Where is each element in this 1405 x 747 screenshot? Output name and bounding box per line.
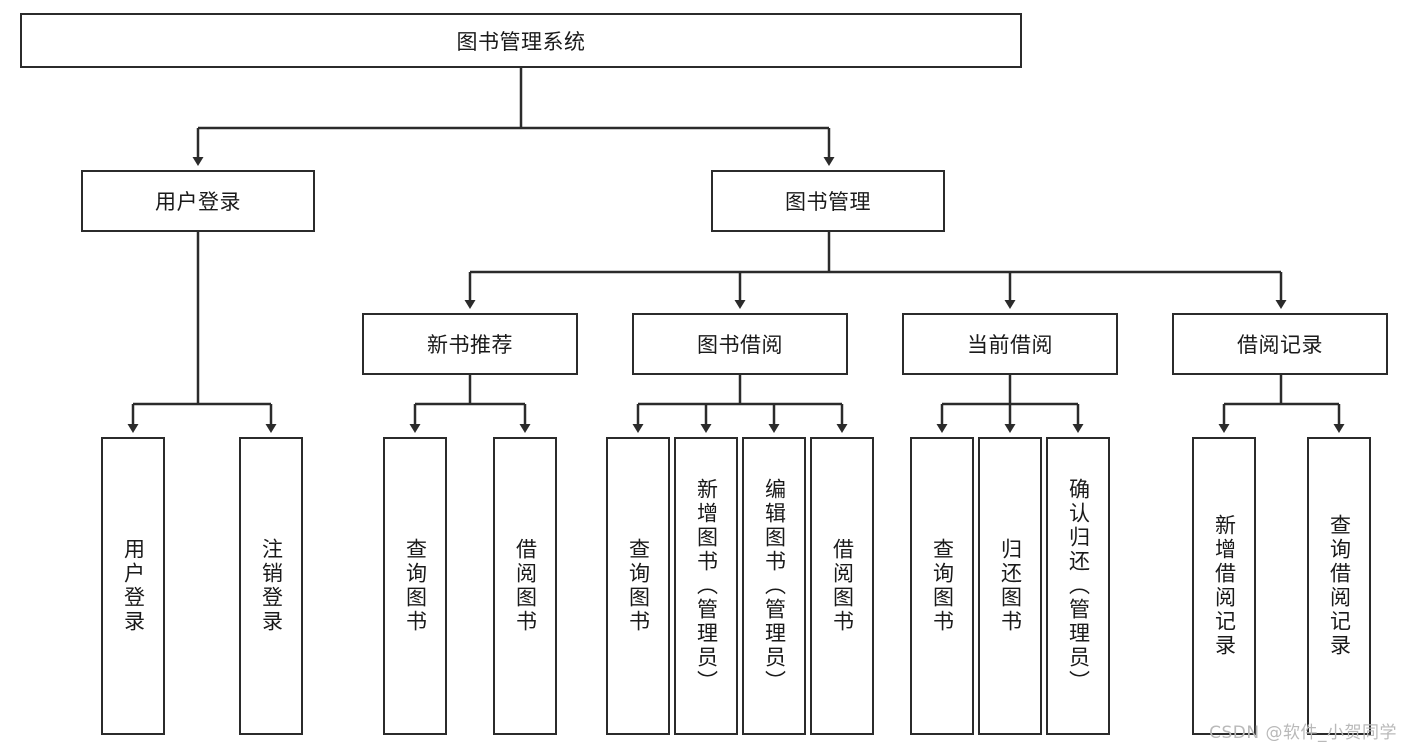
leaf-book-borrow-add[interactable]: 新增图书（管理员） [674,437,738,735]
node-label: 查询图书 [403,538,428,634]
node-label: 查询图书 [626,538,651,634]
node-current-borrow[interactable]: 当前借阅 [902,313,1118,375]
node-label: 归还图书 [998,538,1023,634]
leaf-new-book-query[interactable]: 查询图书 [383,437,447,735]
node-label: 查询借阅记录 [1327,514,1352,658]
node-label: 新增图书（管理员） [694,478,719,694]
node-label: 借阅记录 [1237,333,1323,357]
leaf-user-login-logout[interactable]: 注销登录 [239,437,303,735]
leaf-book-borrow-query[interactable]: 查询图书 [606,437,670,735]
node-borrow-record[interactable]: 借阅记录 [1172,313,1388,375]
leaf-borrow-record-query[interactable]: 查询借阅记录 [1307,437,1371,735]
node-label: 图书管理 [785,190,871,214]
leaf-current-borrow-confirm-return[interactable]: 确认归还（管理员） [1046,437,1110,735]
node-label: 图书管理系统 [456,29,586,54]
node-user-login[interactable]: 用户登录 [81,170,315,232]
node-book-management[interactable]: 图书管理 [711,170,945,232]
node-label: 新增借阅记录 [1212,514,1237,658]
watermark-text: CSDN @软件_小贺同学 [1209,723,1397,743]
node-label: 确认归还（管理员） [1066,478,1091,694]
node-label: 借阅图书 [830,538,855,634]
node-label: 编辑图书（管理员） [762,478,787,694]
node-label: 注销登录 [259,538,284,634]
leaf-new-book-borrow[interactable]: 借阅图书 [493,437,557,735]
leaf-borrow-record-add[interactable]: 新增借阅记录 [1192,437,1256,735]
node-label: 借阅图书 [513,538,538,634]
node-root-book-management-system[interactable]: 图书管理系统 [20,13,1022,68]
node-label: 当前借阅 [967,333,1053,357]
leaf-current-borrow-return[interactable]: 归还图书 [978,437,1042,735]
leaf-user-login-login[interactable]: 用户登录 [101,437,165,735]
leaf-book-borrow-edit[interactable]: 编辑图书（管理员） [742,437,806,735]
leaf-current-borrow-query[interactable]: 查询图书 [910,437,974,735]
node-label: 新书推荐 [427,333,513,357]
node-label: 查询图书 [930,538,955,634]
node-book-borrow[interactable]: 图书借阅 [632,313,848,375]
node-label: 用户登录 [155,190,241,214]
leaf-book-borrow-borrow[interactable]: 借阅图书 [810,437,874,735]
node-label: 图书借阅 [697,333,783,357]
node-new-book-recommend[interactable]: 新书推荐 [362,313,578,375]
node-label: 用户登录 [121,538,146,634]
